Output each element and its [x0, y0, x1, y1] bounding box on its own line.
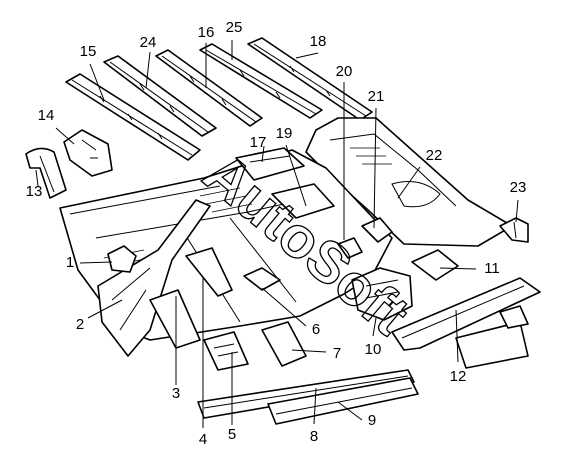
part-15-cross-member [65, 73, 201, 161]
callout-22: 22 [426, 147, 443, 164]
callout-12: 12 [450, 368, 467, 385]
part-1-bracket [107, 245, 137, 273]
callout-17: 17 [250, 134, 267, 151]
callout-21: 21 [368, 88, 385, 105]
callout-6: 6 [312, 321, 320, 338]
part-9-sill [267, 377, 419, 425]
part-13-bracket [25, 147, 67, 199]
part-17-panel [235, 147, 305, 181]
callout-10: 10 [365, 341, 382, 358]
callout-7: 7 [333, 345, 341, 362]
part-20-bracket [337, 237, 363, 259]
callout-5: 5 [228, 426, 236, 443]
callout-11: 11 [484, 260, 500, 277]
callout-8: 8 [310, 428, 318, 445]
part-6-bracket [243, 267, 281, 291]
part-3-panel [149, 289, 201, 349]
callout-1: 1 [66, 254, 74, 271]
part-5-bracket [203, 331, 249, 371]
part-14-bracket [63, 129, 113, 177]
callout-13: 13 [26, 183, 43, 200]
part-8-sill [197, 369, 415, 419]
callout-2: 2 [76, 316, 84, 333]
part-24-cross-member [103, 55, 217, 137]
part-16-cross-member [155, 49, 263, 127]
leader-lines [35, 40, 519, 428]
callout-20: 20 [336, 63, 353, 80]
part-4-rail [185, 247, 233, 297]
callout-3: 3 [172, 385, 180, 402]
callout-25: 25 [226, 19, 243, 36]
part-10-assembly [351, 267, 413, 321]
callouts: 1 2 3 4 5 6 7 8 9 10 11 12 13 14 15 16 1… [26, 19, 527, 448]
callout-9: 9 [368, 412, 376, 429]
part-23-bracket [499, 217, 529, 243]
callout-18: 18 [310, 33, 327, 50]
part-18-cross-member [247, 37, 373, 121]
callout-16: 16 [198, 24, 215, 41]
callout-19: 19 [276, 125, 293, 142]
part-12-rail [391, 277, 541, 369]
part-11-bracket [411, 249, 459, 281]
callout-23: 23 [510, 179, 527, 196]
callout-4: 4 [199, 431, 207, 448]
part-25-cross-member [199, 43, 323, 119]
callout-24: 24 [140, 34, 157, 51]
part-7-bracket [261, 321, 307, 367]
part-2-pillar [97, 199, 211, 357]
callout-15: 15 [80, 43, 97, 60]
callout-14: 14 [38, 107, 55, 124]
